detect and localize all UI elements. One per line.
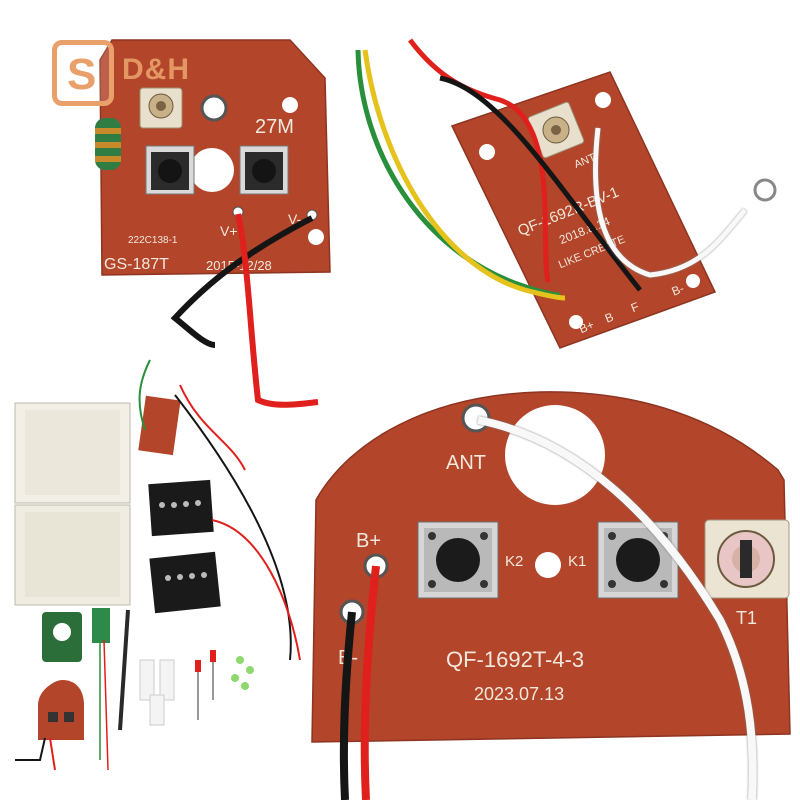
label-ant: ANT: [446, 452, 486, 474]
label-code-small: 222C138-1: [128, 235, 178, 246]
tact-switch-k2: [417, 521, 499, 599]
label-t1: T1: [736, 608, 757, 628]
label-date: 2023.07.13: [474, 684, 564, 704]
label-27m: 27M: [255, 116, 294, 138]
tact-switch-right: [239, 145, 289, 195]
battery-holder-2: [149, 551, 221, 614]
board-gs187t: 27M 222C138-1 GS-187T 2015-12/28 V+ V-: [95, 39, 331, 408]
brand-logo-s: S: [67, 50, 97, 99]
label-vplus: V+: [220, 223, 238, 239]
label-pin-bminus: B-: [670, 281, 686, 298]
label-bplus: B+: [356, 530, 381, 552]
battery-holder-1: [148, 479, 214, 537]
label-date: 2015-12/28: [206, 258, 272, 273]
label-pin-bplus: B+: [577, 318, 596, 337]
board-qf1692t: ANT B+ B- K2 K1 T1 QF-1692T-4-3 2023.07.…: [311, 391, 791, 801]
kit-overview: [14, 359, 301, 771]
tact-switch-k1: [597, 521, 679, 599]
tact-switch-left: [145, 145, 195, 195]
brand-logo-text: D&H: [122, 53, 190, 86]
label-model: QF-1692T-4-3: [446, 647, 584, 672]
board-qf1692r: QF-1692R-BV-1 2018.8.14 LIKE CREATE ANT …: [355, 38, 777, 349]
label-model: GS-187T: [104, 256, 169, 273]
brand-logo-box: S: [52, 40, 114, 106]
inductor-component: [95, 118, 121, 170]
label-k2: K2: [505, 553, 523, 570]
trimmer-t1: [704, 519, 790, 599]
label-k1: K1: [568, 553, 586, 570]
brand-watermark: S D&H: [52, 40, 242, 110]
